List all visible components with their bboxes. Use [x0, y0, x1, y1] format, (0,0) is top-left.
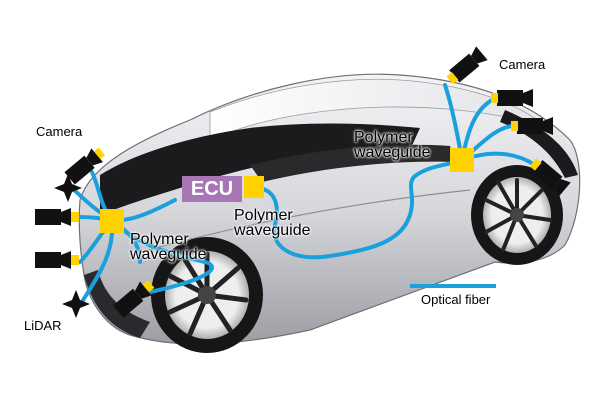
rear-wheel: [471, 165, 563, 265]
ecu-label: ECU: [190, 178, 234, 200]
camera-icon: [511, 117, 553, 135]
camera-icon: [64, 147, 106, 185]
camera-icon: [35, 251, 79, 269]
camera-icon: [35, 208, 79, 226]
waveguide-label-front: Polymer waveguide: [130, 231, 207, 263]
waveguide-label-front-line1: Polymer: [130, 231, 189, 248]
lidar-sensor-icon: [54, 174, 82, 202]
polymer-waveguide-hub-rear: [450, 148, 474, 172]
waveguide-label-center-line2: waveguide: [234, 222, 311, 239]
waveguide-label-front-line2: waveguide: [130, 246, 207, 263]
lidar-label: LiDAR: [24, 318, 62, 333]
car-windshield: [100, 123, 420, 215]
waveguide-label-center-line1: Polymer: [234, 207, 293, 224]
fiber-ecu-to-rear: [256, 158, 464, 260]
ecu-unit: [182, 176, 264, 202]
camera-label-rear: Camera: [499, 57, 546, 72]
front-wheel: [151, 237, 263, 353]
camera-icon: [491, 89, 533, 107]
waveguide-label-rear-line1: Polymer: [354, 129, 413, 146]
car-character-line: [129, 189, 471, 256]
waveguide-label-rear-line2: waveguide: [354, 144, 431, 161]
camera-label-front: Camera: [36, 124, 83, 139]
waveguide-label-center: Polymer waveguide: [234, 207, 311, 239]
lidar-sensor-icon: [62, 290, 90, 318]
car-side-window: [250, 144, 455, 182]
camera-icon: [113, 280, 155, 318]
polymer-waveguide-hub-front: [100, 209, 124, 233]
camera-icon: [446, 46, 488, 85]
legend-optical-fiber-label: Optical fiber: [421, 292, 491, 307]
waveguide-label-rear: Polymer waveguide: [354, 129, 431, 161]
fiber-front-camera-bumper: [110, 218, 215, 294]
camera-icon: [529, 158, 571, 197]
